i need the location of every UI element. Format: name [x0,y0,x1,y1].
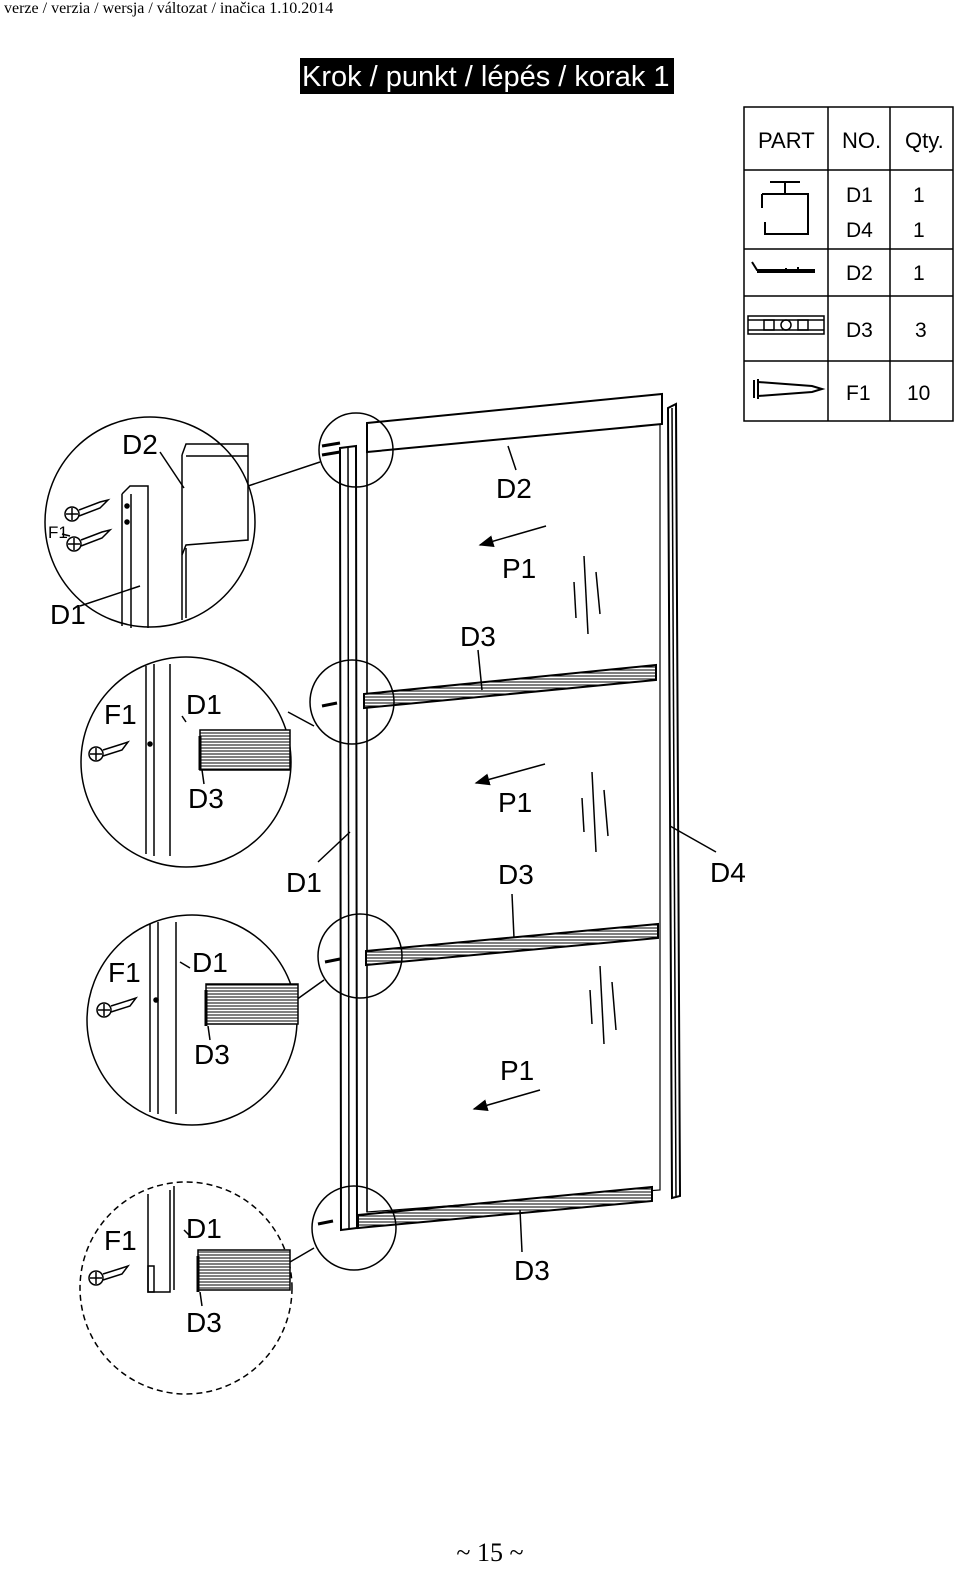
callout-label-d1: D1 [286,867,322,898]
table-header-qty: Qty. [905,128,944,153]
callout-label-d3: D3 [498,859,534,890]
callout-label-f1: F1 [104,699,137,730]
channel-profile-icon [761,181,809,235]
callout-label-d3: D3 [188,783,224,814]
table-cell-no: D3 [846,319,873,342]
callout-label-d1: D1 [186,689,222,720]
top-profile-icon [751,261,815,273]
callout-label-d1: D1 [192,947,228,978]
table-cell-qty: 1 [913,184,925,207]
detail-circle-bottom [79,1181,293,1395]
version-header: verze / verzia / wersja / változat / ina… [4,0,334,17]
callout-label-p1: P1 [500,1055,534,1086]
callout-label-d4: D4 [710,857,746,888]
callout-label-d3: D3 [186,1307,222,1338]
callout-label-p1: P1 [502,553,536,584]
callout-label-d1: D1 [50,599,86,630]
step-title: Krok / punkt / lépés / korak 1 [300,58,674,94]
screw-icon [753,379,826,399]
callout-label-d3: D3 [514,1255,550,1286]
detail-circle-top [44,416,256,628]
table-cell-no: D2 [846,262,873,285]
connector-strip-icon [747,315,825,335]
table-cell-no: F1 [846,382,871,405]
callout-label-d1: D1 [186,1213,222,1244]
detail-circle-2 [80,656,292,868]
page-number: ~ 15 ~ [456,1538,524,1567]
table-cell-qty: 1 [913,219,925,242]
table-cell-qty: 10 [907,382,930,405]
callout-label-d3: D3 [460,621,496,652]
callout-label-d2: D2 [496,473,532,504]
callout-label-f1: F1 [108,957,141,988]
callout-label-d3: D3 [194,1039,230,1070]
callout-label-p1: P1 [498,787,532,818]
table-header-part: PART [758,128,815,153]
parts-table [743,106,954,422]
callout-label-f1: F1 [104,1225,137,1256]
table-cell-qty: 1 [913,262,925,285]
detail-circle-3 [86,914,299,1126]
main-assembly [247,392,717,1271]
callout-label-d2: D2 [122,429,158,460]
table-cell-no: D4 [846,219,873,242]
table-cell-qty: 3 [915,319,927,342]
table-cell-no: D1 [846,184,873,207]
callout-label-f1: F1 [48,523,68,542]
table-header-no: NO. [842,128,881,153]
